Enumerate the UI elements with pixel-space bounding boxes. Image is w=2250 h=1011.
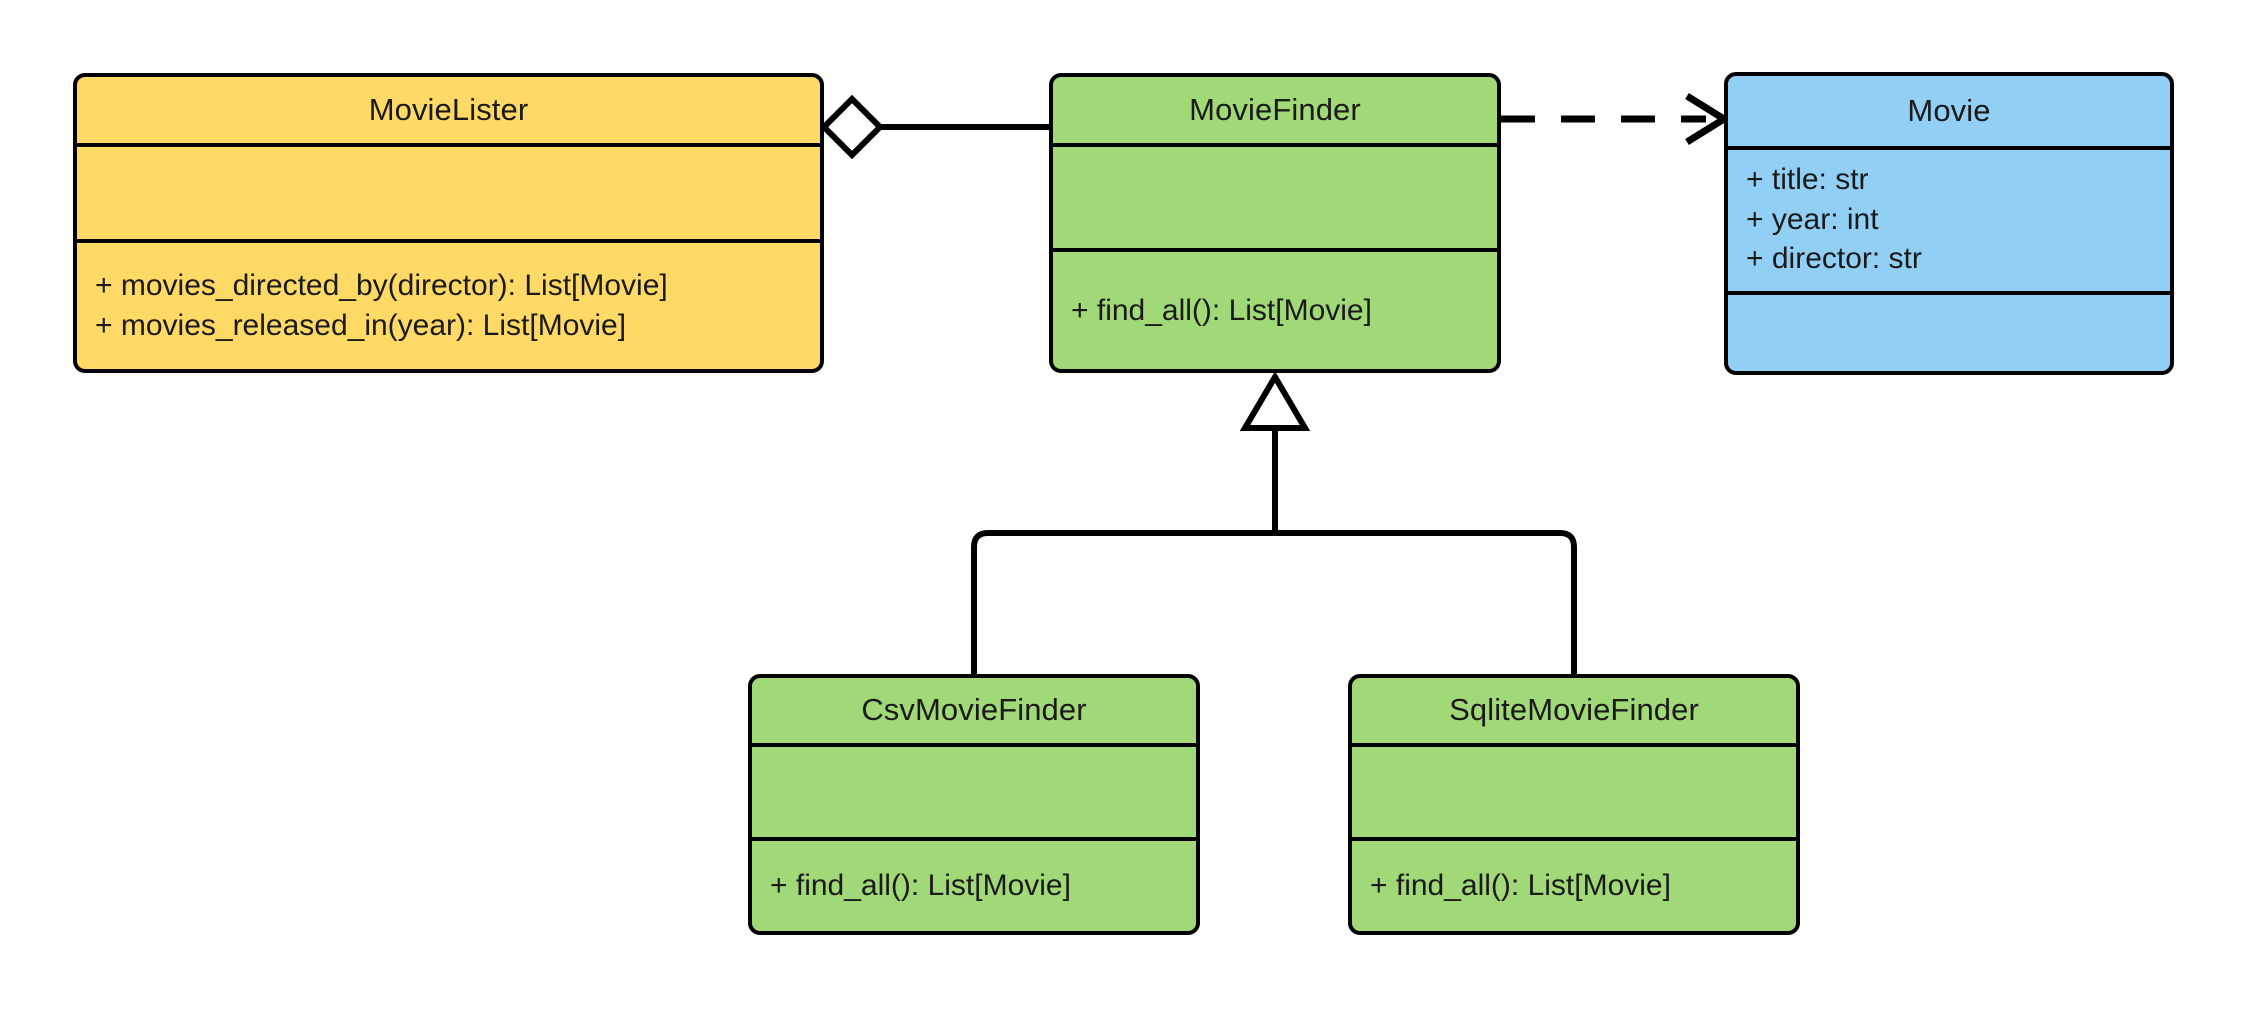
hollow-triangle-icon: [1239, 371, 1311, 431]
compartment-divider: [1053, 248, 1497, 252]
relationship-generalization-tree: [971, 371, 1577, 674]
relationship-aggregation-lister-finder: [819, 94, 1049, 160]
class-box-movie[interactable]: Movie + title: str + year: int + directo…: [1724, 72, 2174, 375]
methods-compartment-movie-finder: + find_all(): List[Movie]: [1053, 252, 1497, 369]
compartment-divider: [1728, 291, 2170, 295]
compartment-divider: [1728, 146, 2170, 150]
class-name-movie: Movie: [1907, 92, 1991, 128]
attribute-item: + director: str: [1746, 242, 1922, 276]
class-name-movie-lister: MovieLister: [368, 91, 529, 127]
compartment-divider: [77, 239, 820, 243]
class-name-sqlite-movie-finder: SqliteMovieFinder: [1449, 692, 1699, 728]
methods-compartment-movie: [1728, 295, 2170, 371]
method-item: + find_all(): List[Movie]: [1370, 869, 1671, 903]
generalization-branch-csv: [971, 530, 1275, 674]
open-arrow-icon: [1685, 93, 1731, 145]
generalization-branch-sqlite: [1275, 530, 1577, 674]
attribute-item: + title: str: [1746, 163, 1869, 196]
compartment-divider: [752, 743, 1196, 747]
method-item: + movies_released_in(year): List[Movie]: [95, 309, 627, 342]
class-box-movie-finder[interactable]: MovieFinder + find_all(): List[Movie]: [1049, 73, 1501, 373]
compartment-divider: [1352, 837, 1796, 841]
attribute-item: + year: int: [1746, 202, 1879, 236]
methods-compartment-csv-movie-finder: + find_all(): List[Movie]: [752, 841, 1196, 931]
method-item: + movies_directed_by(director): List[Mov…: [95, 269, 668, 303]
attributes-compartment-sqlite-movie-finder: [1352, 747, 1796, 837]
attributes-compartment-movie-lister: [77, 147, 820, 239]
class-box-csv-movie-finder[interactable]: CsvMovieFinder + find_all(): List[Movie]: [748, 674, 1200, 935]
relationship-dependency-finder-movie: [1501, 93, 1731, 145]
class-box-movie-lister[interactable]: MovieLister + movies_directed_by(directo…: [73, 73, 824, 373]
attributes-compartment-movie: + title: str + year: int + director: str: [1728, 150, 2170, 291]
attributes-compartment-csv-movie-finder: [752, 747, 1196, 837]
attributes-compartment-movie-finder: [1053, 147, 1497, 248]
class-name-movie-finder: MovieFinder: [1189, 91, 1361, 127]
methods-compartment-movie-lister: + movies_directed_by(director): List[Mov…: [77, 243, 820, 369]
compartment-divider: [1053, 143, 1497, 147]
compartment-divider: [77, 143, 820, 147]
methods-compartment-sqlite-movie-finder: + find_all(): List[Movie]: [1352, 841, 1796, 931]
class-box-sqlite-movie-finder[interactable]: SqliteMovieFinder + find_all(): List[Mov…: [1348, 674, 1800, 935]
class-name-csv-movie-finder: CsvMovieFinder: [861, 692, 1087, 728]
compartment-divider: [1352, 743, 1796, 747]
method-item: + find_all(): List[Movie]: [1071, 293, 1372, 327]
hollow-diamond-icon: [819, 94, 885, 160]
compartment-divider: [752, 837, 1196, 841]
method-item: + find_all(): List[Movie]: [770, 869, 1071, 903]
